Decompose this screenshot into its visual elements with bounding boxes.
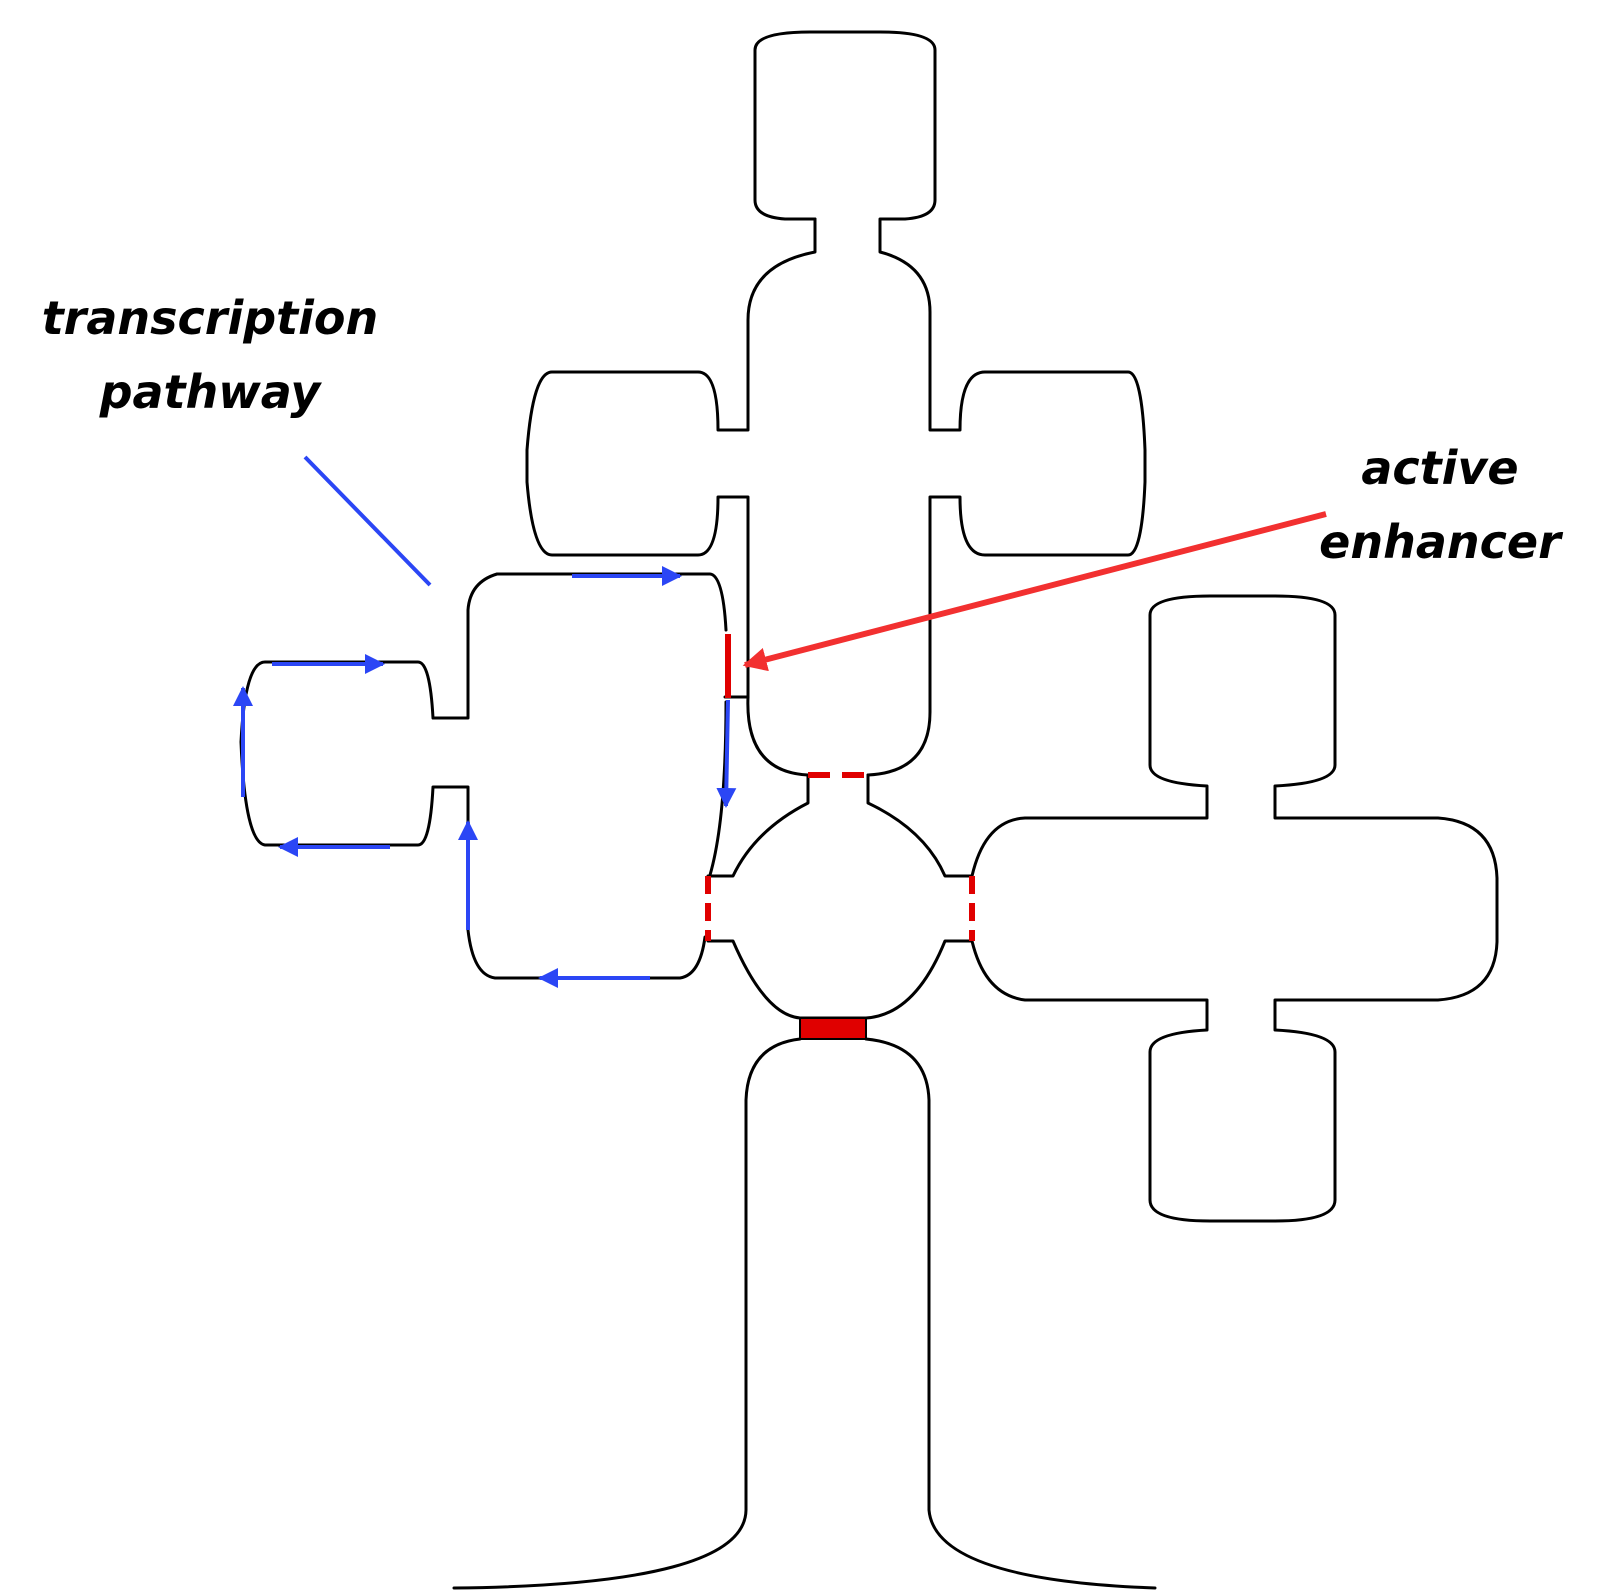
transcription-pathway-label: transcription pathway (25, 282, 395, 429)
top-loop (753, 30, 1147, 777)
central-hub (706, 773, 810, 878)
transcription-pathway-line-2: pathway (99, 364, 321, 419)
active-enhancer-line-1: active (1361, 441, 1519, 495)
transcription-pathway-line-1: transcription (41, 291, 379, 345)
transcription-pathway-pointer (303, 455, 432, 587)
top-loop-junction (746, 695, 810, 777)
right-loop (970, 594, 1499, 1223)
bottom-contact-site (799, 1017, 867, 1040)
stem-right (864, 1037, 1157, 1590)
pathway-arrow-down (716, 699, 737, 808)
active-enhancer-pointer (742, 511, 1327, 672)
left-loop-connector (708, 700, 728, 877)
active-enhancer-line-2: enhancer (1319, 514, 1561, 569)
stem-left (452, 1037, 802, 1590)
central-hub-right (866, 773, 974, 878)
left-loop (239, 572, 728, 980)
top-loop-left (525, 217, 817, 699)
active-enhancer-label: active enhancer (1290, 432, 1590, 579)
central-hub-bottom (706, 939, 974, 1020)
